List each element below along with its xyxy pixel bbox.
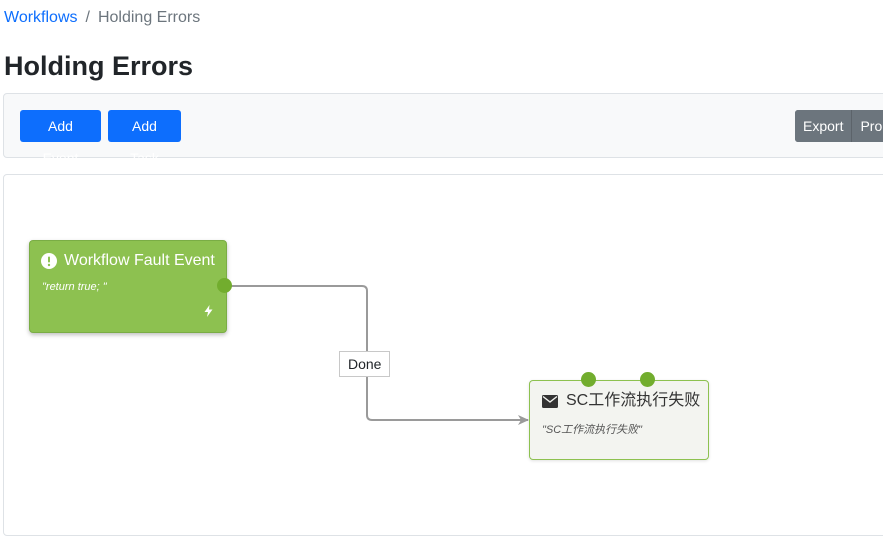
toolbar-button-group: Export Pro (795, 110, 883, 142)
breadcrumb: Workflows / Holding Errors (4, 8, 200, 28)
exclamation-circle-icon (41, 253, 57, 269)
add-task-button[interactable]: Add Task (108, 110, 181, 166)
task-node-sc-workflow-failed[interactable]: SC工作流执行失败 "SC工作流执行失败" (529, 380, 709, 460)
event-node-output-endpoint[interactable] (217, 278, 232, 293)
event-node-title: Workflow Fault Event (41, 251, 215, 271)
task-node-expression: "SC工作流执行失败" (542, 424, 643, 436)
envelope-icon (542, 394, 558, 408)
task-node-output-endpoint[interactable] (640, 372, 655, 387)
connection-label-done[interactable]: Done (339, 351, 391, 377)
event-node-expression: "return true; " (42, 281, 107, 293)
breadcrumb-current: Holding Errors (97, 9, 201, 26)
event-node-title-text: Workflow Fault Event (64, 252, 215, 269)
toolbar: Add Event Add Task Export Pro (3, 93, 883, 166)
top-bar: Workflows / Holding Errors (0, 0, 883, 34)
add-event-button[interactable]: Add Event (20, 110, 101, 166)
task-node-input-endpoint[interactable] (581, 372, 596, 387)
event-node-workflow-fault[interactable]: Workflow Fault Event "return true; " (29, 240, 227, 333)
properties-button[interactable]: Pro (852, 110, 883, 142)
export-button[interactable]: Export (795, 110, 852, 142)
workflow-designer-canvas[interactable] (3, 174, 883, 536)
breadcrumb-link-workflows[interactable]: Workflows (4, 9, 78, 26)
button-divider (851, 110, 853, 142)
task-node-title-text: SC工作流执行失败 (566, 392, 701, 409)
task-node-title: SC工作流执行失败 (542, 391, 700, 411)
bolt-icon (204, 305, 213, 317)
breadcrumb-separator: / (85, 9, 90, 26)
page-title: Holding Errors (4, 51, 194, 81)
